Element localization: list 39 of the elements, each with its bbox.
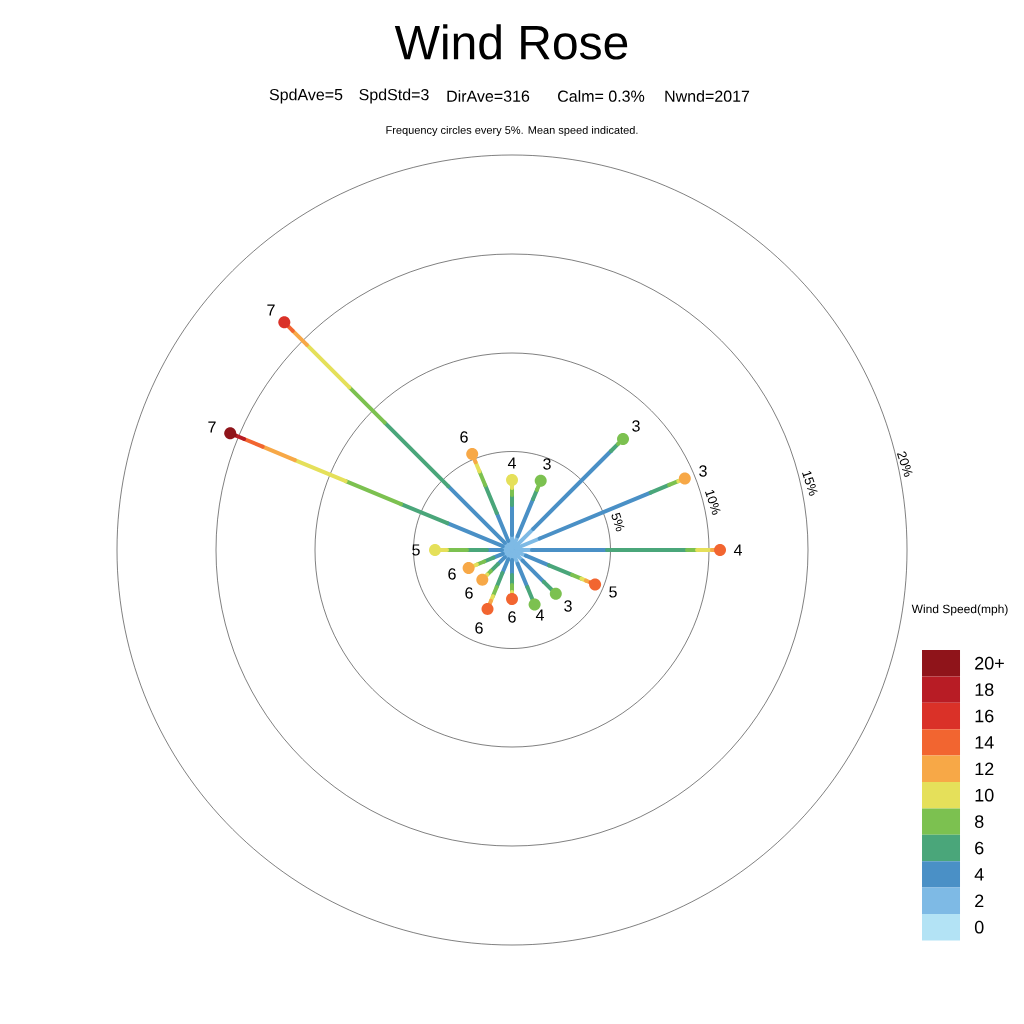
speed-label: 6	[508, 611, 516, 623]
speed-label: 7	[267, 304, 275, 316]
legend-label: 4	[974, 868, 984, 881]
legend-label: 14	[975, 736, 994, 749]
legend-label: 6	[975, 841, 984, 855]
stat-text: Nwnd=2017	[665, 90, 750, 102]
speed-label: 3	[632, 420, 640, 432]
speed-label: 6	[475, 622, 483, 634]
speed-label: 6	[460, 431, 468, 443]
legend-label: 16	[975, 709, 994, 723]
ring-label: 5%	[611, 512, 625, 532]
note-text: Frequency circles every 5%. Mean speed indicated.	[386, 125, 638, 137]
stat-text: Calm= 0.3%	[558, 90, 645, 102]
ring-label: 15%	[802, 470, 818, 496]
speed-label: 6	[448, 568, 456, 580]
speed-label: 3	[543, 458, 551, 470]
legend-label: 8	[975, 815, 984, 828]
speed-label: 4	[535, 609, 544, 621]
speed-label: 4	[733, 544, 742, 556]
speed-label: 3	[699, 465, 707, 477]
speed-label: 5	[609, 586, 617, 598]
speed-label: 3	[564, 600, 572, 612]
speed-label: 6	[465, 587, 473, 599]
legend-label: 0	[974, 920, 984, 934]
legend-label: 2	[975, 894, 984, 908]
legend-title: Wind Speed(mph)	[911, 604, 1008, 616]
legend-label: 18	[975, 683, 994, 696]
title: Wind Rose	[394, 24, 628, 60]
speed-label: 4	[507, 457, 516, 469]
legend-label: 12	[975, 762, 994, 776]
legend-label: 20+	[975, 656, 1004, 670]
ring-label: 10%	[705, 489, 721, 515]
speed-label: 7	[208, 421, 216, 433]
stat-text: SpdStd=3	[359, 88, 429, 104]
stat-text: DirAve=316	[447, 90, 530, 102]
stat-text: SpdAve=5	[269, 88, 343, 104]
speed-label: 5	[412, 544, 420, 556]
ring-label: 20%	[896, 451, 913, 477]
legend-label: 10	[975, 788, 994, 802]
